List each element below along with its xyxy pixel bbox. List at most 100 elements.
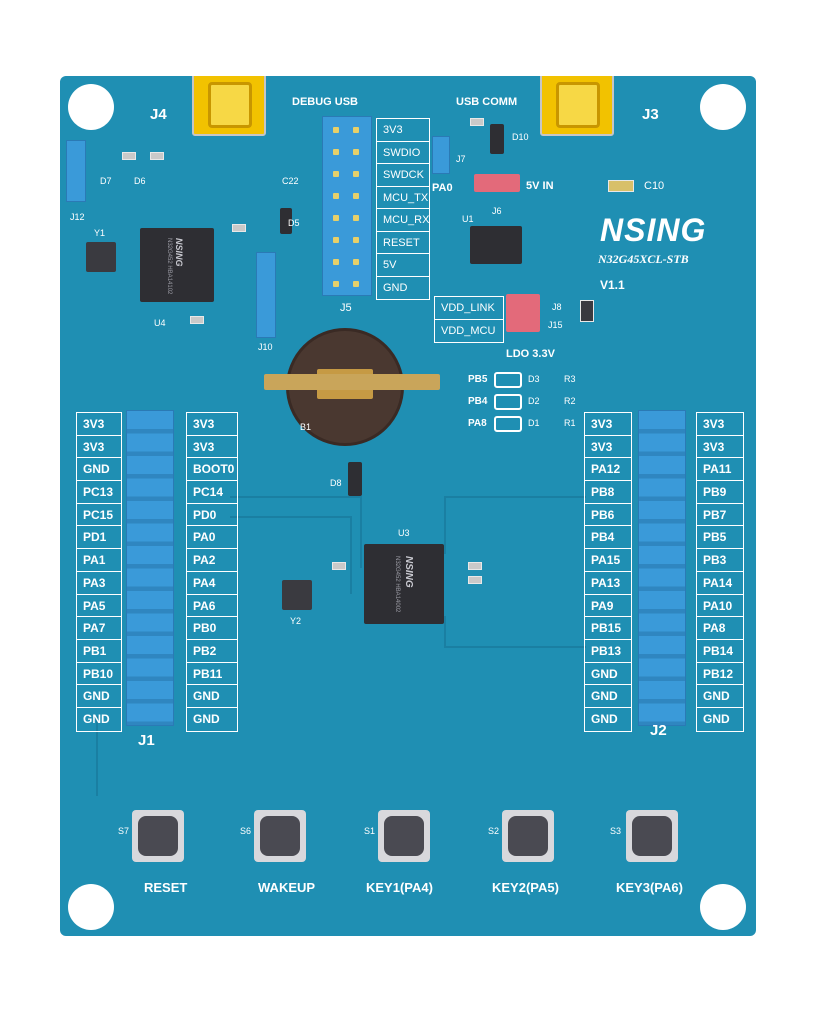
trace: [444, 496, 586, 554]
pin-label: PA0: [187, 526, 237, 550]
pin-label: 3V3: [697, 436, 743, 459]
pin-header-j2[interactable]: [638, 410, 686, 726]
j1-right-pin-legend: 3V3 3V3 BOOT0 PC14 PD0 PA0 PA2 PA4 PA6 P…: [186, 412, 238, 732]
pin-label: GND: [193, 711, 220, 726]
u3-label: U3: [398, 528, 410, 538]
header-j12[interactable]: [66, 140, 86, 202]
power-select-label: VDD_LINK: [435, 297, 503, 320]
pin-label: PA5: [77, 595, 121, 618]
reset-button[interactable]: [132, 810, 184, 862]
capacitor-c10: [608, 180, 634, 192]
key1-button[interactable]: [378, 810, 430, 862]
debug-pin-label: SWDIO: [377, 142, 429, 164]
pin-label: BOOT0: [187, 458, 237, 482]
b1-label: B1: [300, 422, 312, 432]
smd-part: [470, 118, 484, 126]
pin-label: 3V3: [697, 413, 743, 436]
smd-part: [468, 562, 482, 570]
debug-pin-label: SWDCK: [377, 164, 429, 187]
trace: [444, 616, 586, 648]
pin-label: PA14: [697, 572, 743, 595]
pin-label: PB8: [585, 481, 631, 504]
j7-label: J7: [456, 154, 466, 164]
button-ref: S2: [488, 826, 500, 836]
pin-label: PA12: [585, 458, 631, 482]
jumper-j6[interactable]: [474, 174, 520, 192]
power-select-legend: VDD_LINK VDD_MCU: [434, 296, 504, 343]
pin-label: PA9: [585, 595, 631, 618]
pin-label: PB9: [697, 481, 743, 504]
header-j10[interactable]: [256, 252, 276, 338]
key3-button[interactable]: [626, 810, 678, 862]
pin-label: PB11: [187, 663, 237, 686]
c22-label: C22: [282, 176, 299, 186]
pin-label: GND: [77, 458, 121, 482]
pin-label: GND: [187, 685, 237, 708]
regulator-u1: [470, 226, 522, 264]
y2-label: Y2: [290, 616, 302, 626]
pin-label: 3V3: [187, 413, 237, 436]
led-res: R2: [564, 396, 576, 406]
jumper-j8-j15[interactable]: [506, 294, 540, 332]
debug-pin-label: 5V: [377, 254, 429, 277]
chip-u3: NSING N32G452 HBA14002: [364, 544, 444, 624]
debug-pin-label: RESET: [377, 232, 429, 254]
smd-part: [150, 152, 164, 160]
battery-contact: [264, 374, 440, 390]
pin-label: 3V3: [187, 436, 237, 459]
led-res: R3: [564, 374, 576, 384]
pin-header-j1[interactable]: [126, 410, 174, 726]
ldo-label: LDO 3.3V: [506, 348, 555, 360]
j2-right-pin-legend: 3V3 3V3 PA11 PB9 PB7 PB5 PB3 PA14 PA10 P…: [696, 412, 744, 732]
d6-label: D6: [134, 176, 146, 186]
mounting-hole-bottom-right: [700, 884, 746, 930]
debug-pin-label: MCU_TX: [377, 187, 429, 209]
button-label: KEY3(PA6): [616, 880, 683, 895]
smd-part: [190, 316, 204, 324]
header-j7[interactable]: [432, 136, 450, 174]
diode-d10: [490, 124, 504, 154]
diode-d8: [348, 462, 362, 496]
pin-label: PA2: [187, 549, 237, 572]
led-d3: [494, 372, 522, 388]
debug-pin-label: MCU_RX: [377, 209, 429, 232]
pin-label: PD1: [77, 526, 121, 550]
u4-brand: NSING: [174, 238, 184, 267]
d5-label: D5: [288, 218, 300, 228]
j1-left-pin-legend: 3V3 3V3 GND PC13 PC15 PD1 PA1 PA3 PA5 PA…: [76, 412, 122, 732]
j2-label: J2: [650, 722, 667, 739]
pin-label: 3V3: [77, 436, 121, 459]
button-label: RESET: [144, 880, 188, 895]
five-v-in-label: 5V IN: [526, 180, 554, 192]
pin-label: PC13: [77, 481, 121, 504]
button-ref: S1: [364, 826, 376, 836]
pin-label: GND: [703, 711, 730, 726]
button-label: KEY1(PA4): [366, 880, 433, 895]
u4-label: U4: [154, 318, 166, 328]
usb-connector-j3[interactable]: [540, 76, 614, 136]
usb-connector-j4[interactable]: [192, 76, 266, 136]
pin-label: PA15: [585, 549, 631, 572]
button-label: KEY2(PA5): [492, 880, 559, 895]
debug-header-j5[interactable]: [322, 116, 372, 296]
d8-label: D8: [330, 478, 342, 488]
led-ref: D3: [528, 374, 540, 384]
trace: [96, 716, 100, 796]
pin-label: PB15: [585, 617, 631, 640]
debug-pin-label: GND: [383, 281, 408, 294]
pa0-label: PA0: [432, 182, 453, 194]
smd-part: [122, 152, 136, 160]
j2-left-pin-legend: 3V3 3V3 PA12 PB8 PB6 PB4 PA15 PA13 PA9 P…: [584, 412, 632, 732]
smd-part: [332, 562, 346, 570]
led-pin-label: PB5: [468, 374, 488, 385]
wakeup-button[interactable]: [254, 810, 306, 862]
led-pin-label: PB4: [468, 396, 488, 407]
power-select-label: VDD_MCU: [441, 324, 496, 337]
pin-label: PB13: [585, 640, 631, 663]
u1-label: U1: [462, 214, 474, 224]
key2-button[interactable]: [502, 810, 554, 862]
pin-label: PA3: [77, 572, 121, 595]
diode-d5: [280, 208, 292, 234]
pin-label: GND: [591, 711, 618, 726]
pin-label: PB0: [187, 617, 237, 640]
